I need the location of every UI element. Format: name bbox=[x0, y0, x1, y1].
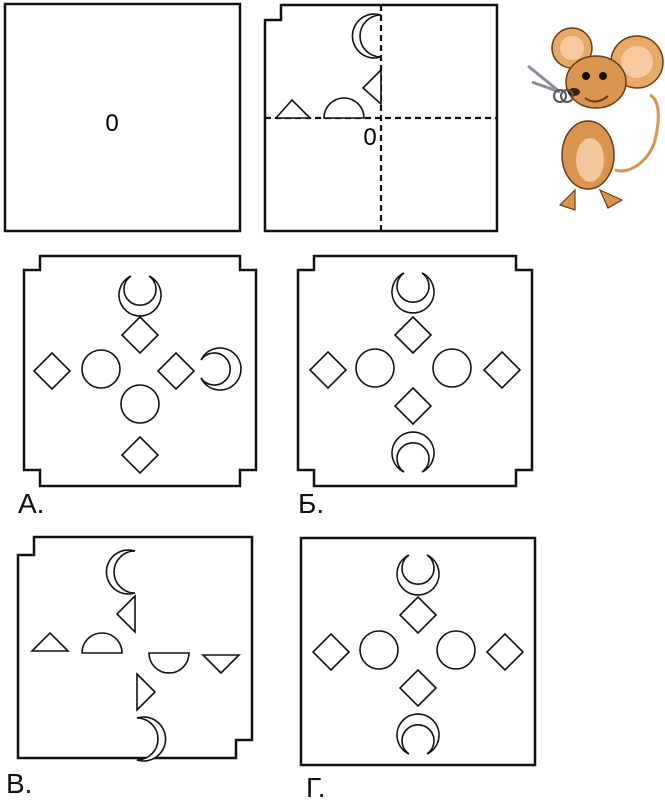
option-b-panel[interactable] bbox=[298, 256, 532, 486]
circle-shape bbox=[437, 631, 475, 669]
option-g-label[interactable]: Г. bbox=[306, 772, 326, 804]
option-v-panel[interactable] bbox=[18, 537, 252, 761]
circle-shape bbox=[360, 631, 398, 669]
option-b-label[interactable]: Б. bbox=[298, 488, 324, 520]
option-a-label[interactable]: А. bbox=[18, 488, 44, 520]
square-zero-label: 0 bbox=[105, 110, 118, 137]
option-g-panel[interactable] bbox=[301, 538, 535, 765]
option-v-label[interactable]: В. bbox=[6, 768, 32, 800]
circle-shape bbox=[433, 349, 471, 387]
circle-shape bbox=[356, 349, 394, 387]
circle-shape bbox=[82, 350, 120, 388]
option-a-panel[interactable] bbox=[24, 256, 256, 486]
panel-unfolded-square: 0 bbox=[5, 4, 240, 231]
folded-zero-label: 0 bbox=[363, 124, 376, 151]
circle-shape bbox=[121, 385, 159, 423]
mouse-with-scissors-icon bbox=[528, 28, 663, 210]
panel-folded-sheet: 0 bbox=[265, 5, 497, 231]
